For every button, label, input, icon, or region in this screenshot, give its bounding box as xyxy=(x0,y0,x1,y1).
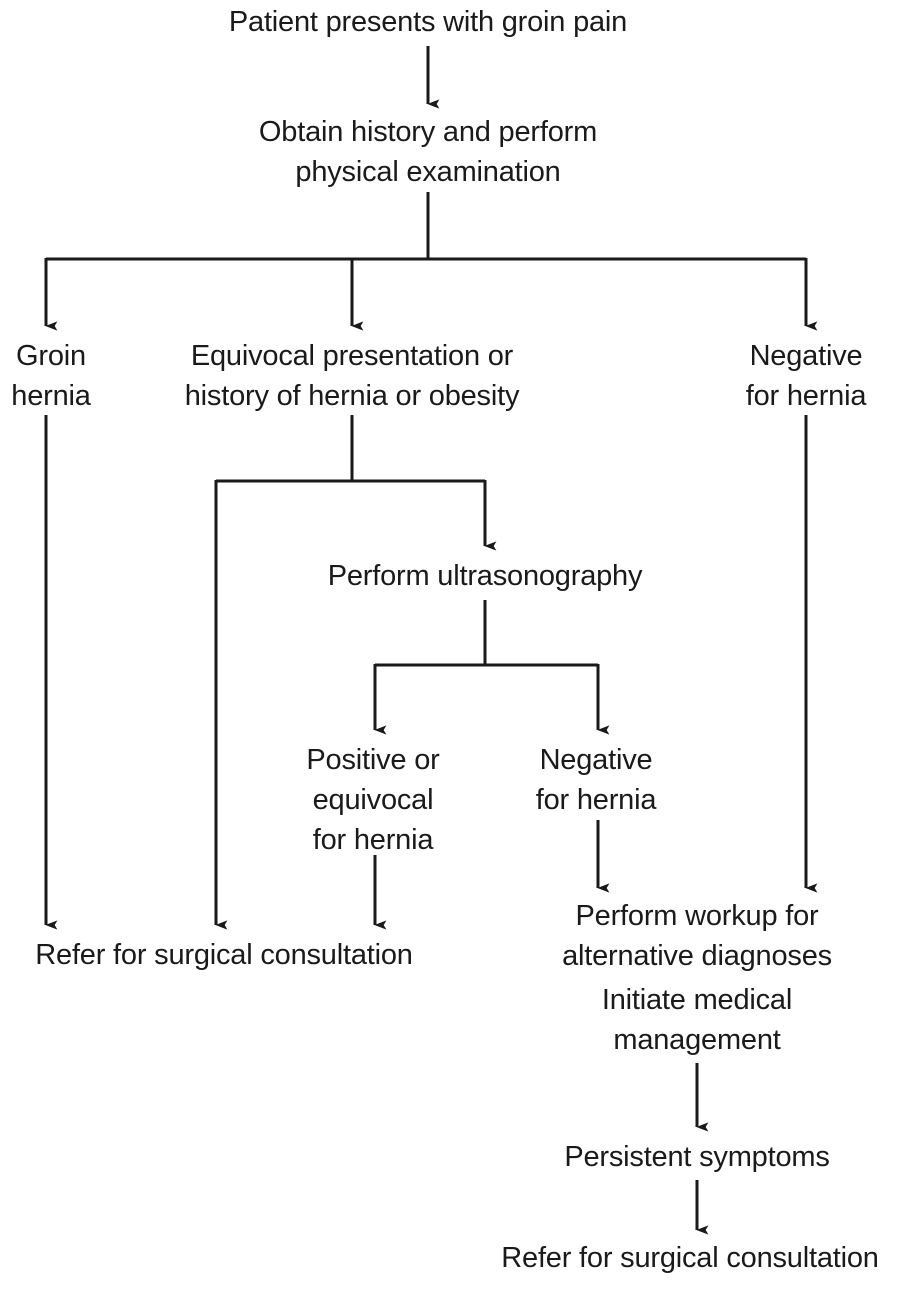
node-ultrasound-negative-for-hernia: Negative for hernia xyxy=(535,744,657,817)
node-equivocal-presentation: Equivocal presentation or history of her… xyxy=(184,340,520,413)
node-refer-for-surgical-consultation-final: Refer for surgical consultation xyxy=(501,1242,879,1274)
node-persistent-symptoms: Persistent symptoms xyxy=(564,1141,830,1173)
node-perform-ultrasonography: Perform ultrasonography xyxy=(327,560,643,592)
node-refer-for-surgical-consultation: Refer for surgical consultation xyxy=(35,939,413,971)
node-obtain-history: Obtain history and perform physical exam… xyxy=(258,116,598,189)
node-negative-for-hernia: Negative for hernia xyxy=(745,340,867,413)
node-start: Patient presents with groin pain xyxy=(228,6,628,38)
node-groin-hernia: Groin hernia xyxy=(11,340,91,413)
node-initiate-medical-management: Initiate medical management xyxy=(601,984,793,1057)
node-positive-or-equivocal-for-hernia: Positive or equivocal for hernia xyxy=(306,744,440,857)
node-perform-workup-alternative-diagnoses: Perform workup for alternative diagnoses xyxy=(562,900,832,973)
